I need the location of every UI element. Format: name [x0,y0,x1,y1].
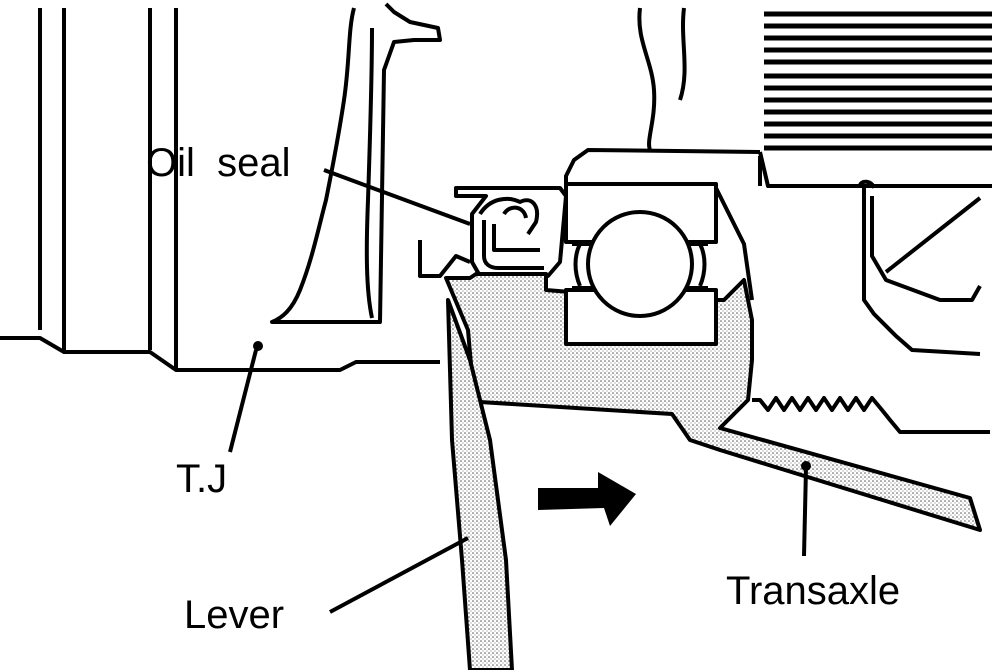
tj-housing [0,2,442,372]
upper-case [637,7,992,301]
lever [446,298,514,670]
transaxle-leader-dot [801,461,811,471]
transaxle-case-section [444,272,982,532]
oil-seal-label: Oil seal [146,141,291,185]
oil-seal [418,186,568,278]
direction-arrow [538,472,636,526]
lever-label: Lever [184,593,284,637]
tj-leader-dot [253,341,263,351]
tj-label: T.J [176,457,227,501]
bearing [564,148,761,346]
gear-teeth [752,179,990,434]
transaxle-label: Transaxle [726,569,900,613]
shaft-stripes [764,11,992,151]
leader-lines [228,168,808,614]
